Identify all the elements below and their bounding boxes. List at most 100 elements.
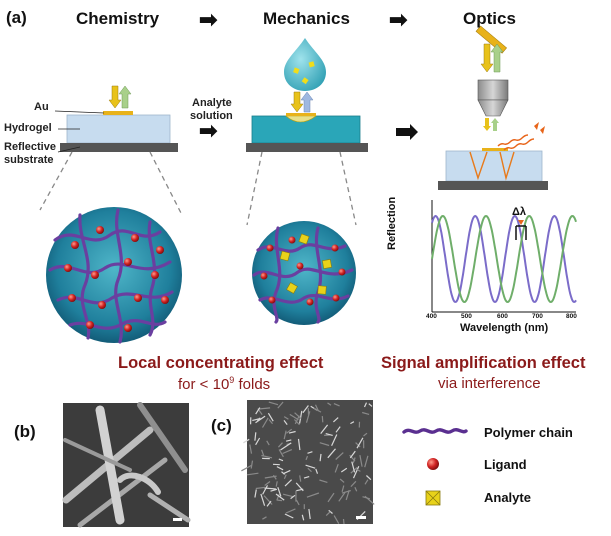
sem-texture-stroke	[320, 424, 329, 434]
zoom-line-right-2	[339, 151, 357, 226]
au-film	[103, 111, 133, 115]
sem-texture-stroke	[305, 464, 316, 469]
ligand-sphere-icon	[427, 458, 439, 470]
sem-texture-stroke	[297, 438, 301, 451]
sem-texture-stroke	[359, 454, 363, 467]
sem-texture-stroke	[277, 401, 284, 409]
sem-texture-stroke	[315, 468, 319, 474]
local-effect-sub: for < 109 folds	[178, 375, 271, 393]
sem-texture-stroke	[284, 479, 293, 487]
optics-reflected-arrow	[490, 43, 504, 73]
wavy-ray-1	[497, 134, 529, 147]
sem-texture-stroke	[267, 412, 274, 422]
zoom-line-right	[149, 151, 183, 216]
sem-texture-stroke	[364, 455, 369, 468]
sem-texture-stroke	[262, 485, 269, 495]
sem-texture-stroke	[342, 518, 345, 525]
sem-texture-stroke	[281, 471, 285, 475]
analyte-zoom-circle	[252, 221, 356, 325]
sem-texture-stroke	[252, 418, 260, 422]
sem-texture-stroke	[283, 420, 288, 425]
sem-image-c	[241, 400, 375, 525]
sem-texture-stroke	[283, 474, 287, 480]
beam-splitter	[475, 25, 508, 54]
legend-ligand: Ligand	[484, 457, 527, 472]
scale-bar-b	[173, 518, 182, 521]
sem-texture-stroke	[270, 488, 278, 492]
sem-texture-stroke	[339, 478, 345, 483]
spectrum-series-1	[431, 214, 577, 303]
incident-light-arrow-2	[290, 91, 304, 113]
process-arrow-2: ➡	[389, 7, 408, 32]
sem-texture-stroke	[352, 466, 360, 479]
sem-texture-stroke	[325, 511, 331, 517]
analyte-solution-line2: solution	[190, 110, 233, 122]
sem-texture-stroke	[338, 491, 346, 502]
panel-label-a: (a)	[6, 8, 27, 27]
sem-texture-stroke	[349, 450, 356, 459]
sem-texture-stroke	[284, 513, 294, 519]
sem-texture-stroke	[282, 449, 293, 455]
au-label: Au	[34, 101, 49, 113]
sem-texture-stroke	[294, 415, 300, 425]
sem-texture-stroke	[275, 493, 285, 501]
sem-texture-stroke	[293, 419, 300, 426]
sem-texture-stroke	[266, 440, 270, 446]
delta-lambda-label: Δλ	[512, 206, 527, 218]
sem-texture-stroke	[349, 454, 356, 462]
sem-texture-stroke	[333, 403, 340, 407]
mechanics-stack	[246, 38, 368, 226]
sem-texture-stroke	[354, 486, 358, 492]
sem-texture-stroke	[264, 487, 276, 490]
sem-texture-stroke	[321, 416, 324, 423]
au-film-2	[286, 113, 316, 116]
xtick-600: 600	[497, 313, 508, 320]
sem-texture-stroke	[250, 460, 254, 469]
sem-texture-stroke	[276, 493, 280, 501]
signal-effect-title: Signal amplification effect	[381, 354, 586, 372]
sem-texture-stroke	[327, 448, 336, 459]
signal-effect-sub: via interference	[438, 375, 541, 392]
polymer-chain-icon	[402, 428, 468, 434]
sem-texture-stroke	[246, 472, 259, 476]
sem-texture-stroke	[249, 444, 253, 454]
sem-texture-stroke	[325, 433, 333, 436]
analyte-solution-line1: Analyte	[192, 97, 232, 109]
sem-texture-stroke	[299, 475, 302, 482]
sem-texture-stroke	[261, 417, 269, 428]
interference-ray-2	[499, 151, 515, 181]
stage-chemistry: Chemistry	[76, 9, 160, 28]
sem-texture-stroke	[254, 489, 257, 498]
sem-texture-stroke	[333, 515, 340, 524]
sem-texture-stroke	[299, 410, 303, 424]
hydrogel-label: Hydrogel	[4, 122, 52, 134]
spectrum-ylabel: Reflection	[386, 196, 398, 250]
sem-texture-stroke	[278, 458, 284, 462]
spectrum-series-2	[431, 214, 577, 304]
sem-texture-stroke	[268, 401, 279, 406]
sem-texture-stroke	[272, 474, 277, 480]
sem-texture-stroke	[255, 437, 261, 446]
sem-texture-stroke	[241, 464, 252, 472]
panel-label-c: (c)	[211, 416, 232, 435]
optics-incident-arrow	[480, 43, 494, 73]
sem-texture-stroke	[278, 449, 284, 458]
spectrum-plot	[431, 200, 577, 313]
sem-texture-stroke	[331, 434, 338, 447]
ligand-spheres	[64, 226, 169, 332]
optics-hydrogel-layer	[445, 150, 543, 182]
sem-texture-stroke	[308, 508, 311, 520]
sem-texture-stroke	[289, 413, 299, 421]
sem-image-b	[62, 402, 191, 528]
sem-texture-stroke	[257, 407, 271, 410]
sem-texture-stroke	[280, 442, 292, 451]
sem-texture-stroke	[276, 466, 284, 471]
sem-texture-stroke	[365, 475, 372, 481]
sem-texture-stroke	[261, 449, 265, 456]
sem-texture-stroke	[356, 437, 364, 449]
sem-texture-stroke	[319, 442, 330, 447]
sem-texture-stroke	[277, 487, 282, 497]
sem-texture-stroke	[255, 407, 261, 415]
xtick-500: 500	[461, 313, 472, 320]
